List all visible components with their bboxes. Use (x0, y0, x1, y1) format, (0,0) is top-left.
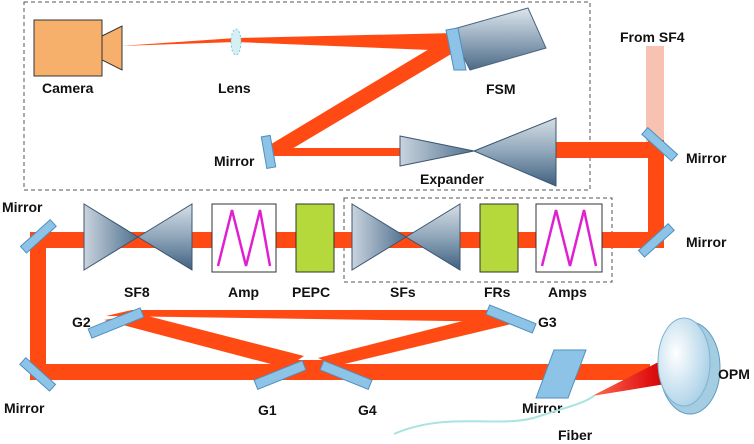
from-sf4-label: From SF4 (620, 29, 685, 45)
g4-icon (319, 359, 373, 391)
frs-icon (479, 203, 519, 273)
sf8-label: SF8 (124, 284, 150, 300)
amps-icon (535, 203, 603, 273)
amp-label: Amp (228, 284, 259, 300)
mirror-right-bottom-label: Mirror (686, 234, 727, 250)
mirror-right-bottom-icon (637, 222, 675, 258)
mirror-right-top-icon (641, 126, 679, 162)
beam-fsm-to-camera (120, 33, 455, 51)
sfs-label: SFs (390, 284, 416, 300)
g2-icon (87, 307, 145, 339)
beam-mirror-to-fsm (268, 34, 468, 156)
g3-label: G3 (538, 314, 557, 330)
sfs-icon (351, 203, 461, 271)
amp-icon (211, 203, 277, 273)
camera-icon (33, 19, 123, 77)
g2-label: G2 (72, 314, 91, 330)
g3-icon (485, 304, 537, 334)
sf8-icon (83, 203, 193, 271)
mirror-left-bottom-label: Mirror (4, 400, 45, 416)
fiber-icon (393, 395, 595, 435)
lens-label: Lens (218, 80, 251, 96)
mirror-upper-left-icon (260, 134, 277, 170)
amps-label: Amps (548, 284, 587, 300)
frs-label: FRs (484, 284, 511, 300)
fiber-label: Fiber (558, 427, 593, 443)
opm-icon (657, 317, 721, 415)
diagnostic-box (23, 1, 591, 191)
mirror-bottom-label: Mirror (522, 400, 563, 416)
pepc-icon (295, 203, 335, 273)
mirror-right-top-label: Mirror (686, 150, 727, 166)
g1-label: G1 (258, 402, 277, 418)
beam-g3-g4 (318, 314, 520, 366)
expander-label: Expander (420, 171, 484, 187)
mirror-left-bottom-icon (19, 356, 57, 392)
mirror-upper-left-label: Mirror (214, 153, 255, 169)
mirror-left-top-icon (19, 218, 57, 254)
mirror-left-top-label: Mirror (2, 199, 43, 215)
pepc-label: PEPC (292, 284, 330, 300)
g1-icon (253, 359, 307, 391)
camera-label: Camera (42, 80, 94, 96)
fsm-label: FSM (486, 81, 516, 97)
fsm-icon (445, 7, 547, 71)
lens-icon (230, 28, 242, 56)
g4-label: G4 (358, 402, 377, 418)
beam-g2-g3 (106, 310, 518, 322)
seed-beam (646, 46, 664, 146)
expander-icon (399, 117, 557, 187)
opm-label: OPM (718, 366, 750, 382)
mirror-bottom-icon (535, 349, 587, 399)
beam-g2-g1 (104, 314, 304, 368)
